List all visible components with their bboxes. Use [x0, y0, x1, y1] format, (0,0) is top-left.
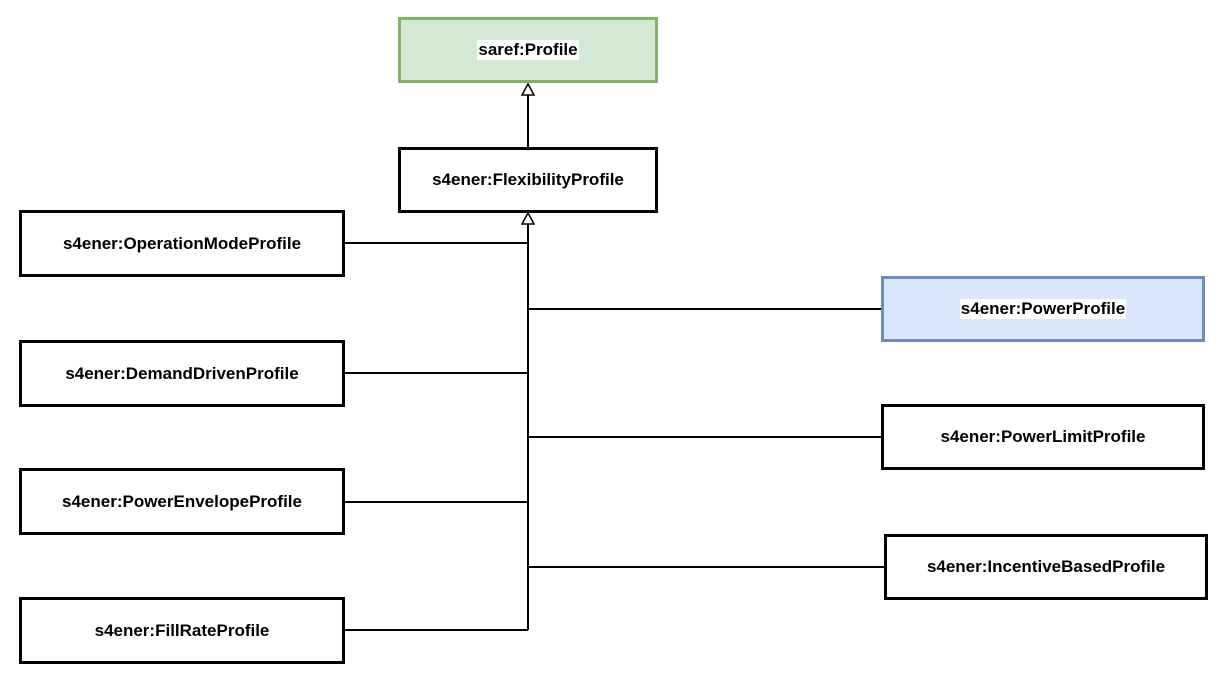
node-fill-rate-profile: s4ener:FillRateProfile: [19, 597, 345, 664]
node-label: s4ener:OperationModeProfile: [62, 233, 302, 253]
node-label: s4ener:PowerLimitProfile: [940, 427, 1146, 446]
node-label: saref:Profile: [477, 40, 579, 60]
node-label: s4ener:IncentiveBasedProfile: [926, 557, 1166, 576]
node-label: s4ener:PowerEnvelopeProfile: [62, 491, 302, 511]
generalization-arrowhead-profile: [520, 82, 536, 96]
node-flexibility-profile: s4ener:FlexibilityProfile: [398, 147, 658, 213]
node-power-profile: s4ener:PowerProfile: [881, 276, 1205, 342]
node-label: s4ener:PowerProfile: [959, 299, 1127, 319]
generalization-arrowhead-flexibility: [520, 211, 536, 225]
node-saref-profile: saref:Profile: [398, 17, 658, 83]
node-label: s4ener:FillRateProfile: [94, 620, 270, 640]
node-incentive-based-profile: s4ener:IncentiveBasedProfile: [884, 534, 1208, 600]
node-label: s4ener:FlexibilityProfile: [432, 170, 624, 189]
node-power-envelope-profile: s4ener:PowerEnvelopeProfile: [19, 468, 345, 535]
node-label: s4ener:DemandDrivenProfile: [65, 363, 299, 383]
node-demand-driven-profile: s4ener:DemandDrivenProfile: [19, 340, 345, 407]
node-power-limit-profile: s4ener:PowerLimitProfile: [881, 404, 1205, 470]
node-operation-mode-profile: s4ener:OperationModeProfile: [19, 210, 345, 277]
